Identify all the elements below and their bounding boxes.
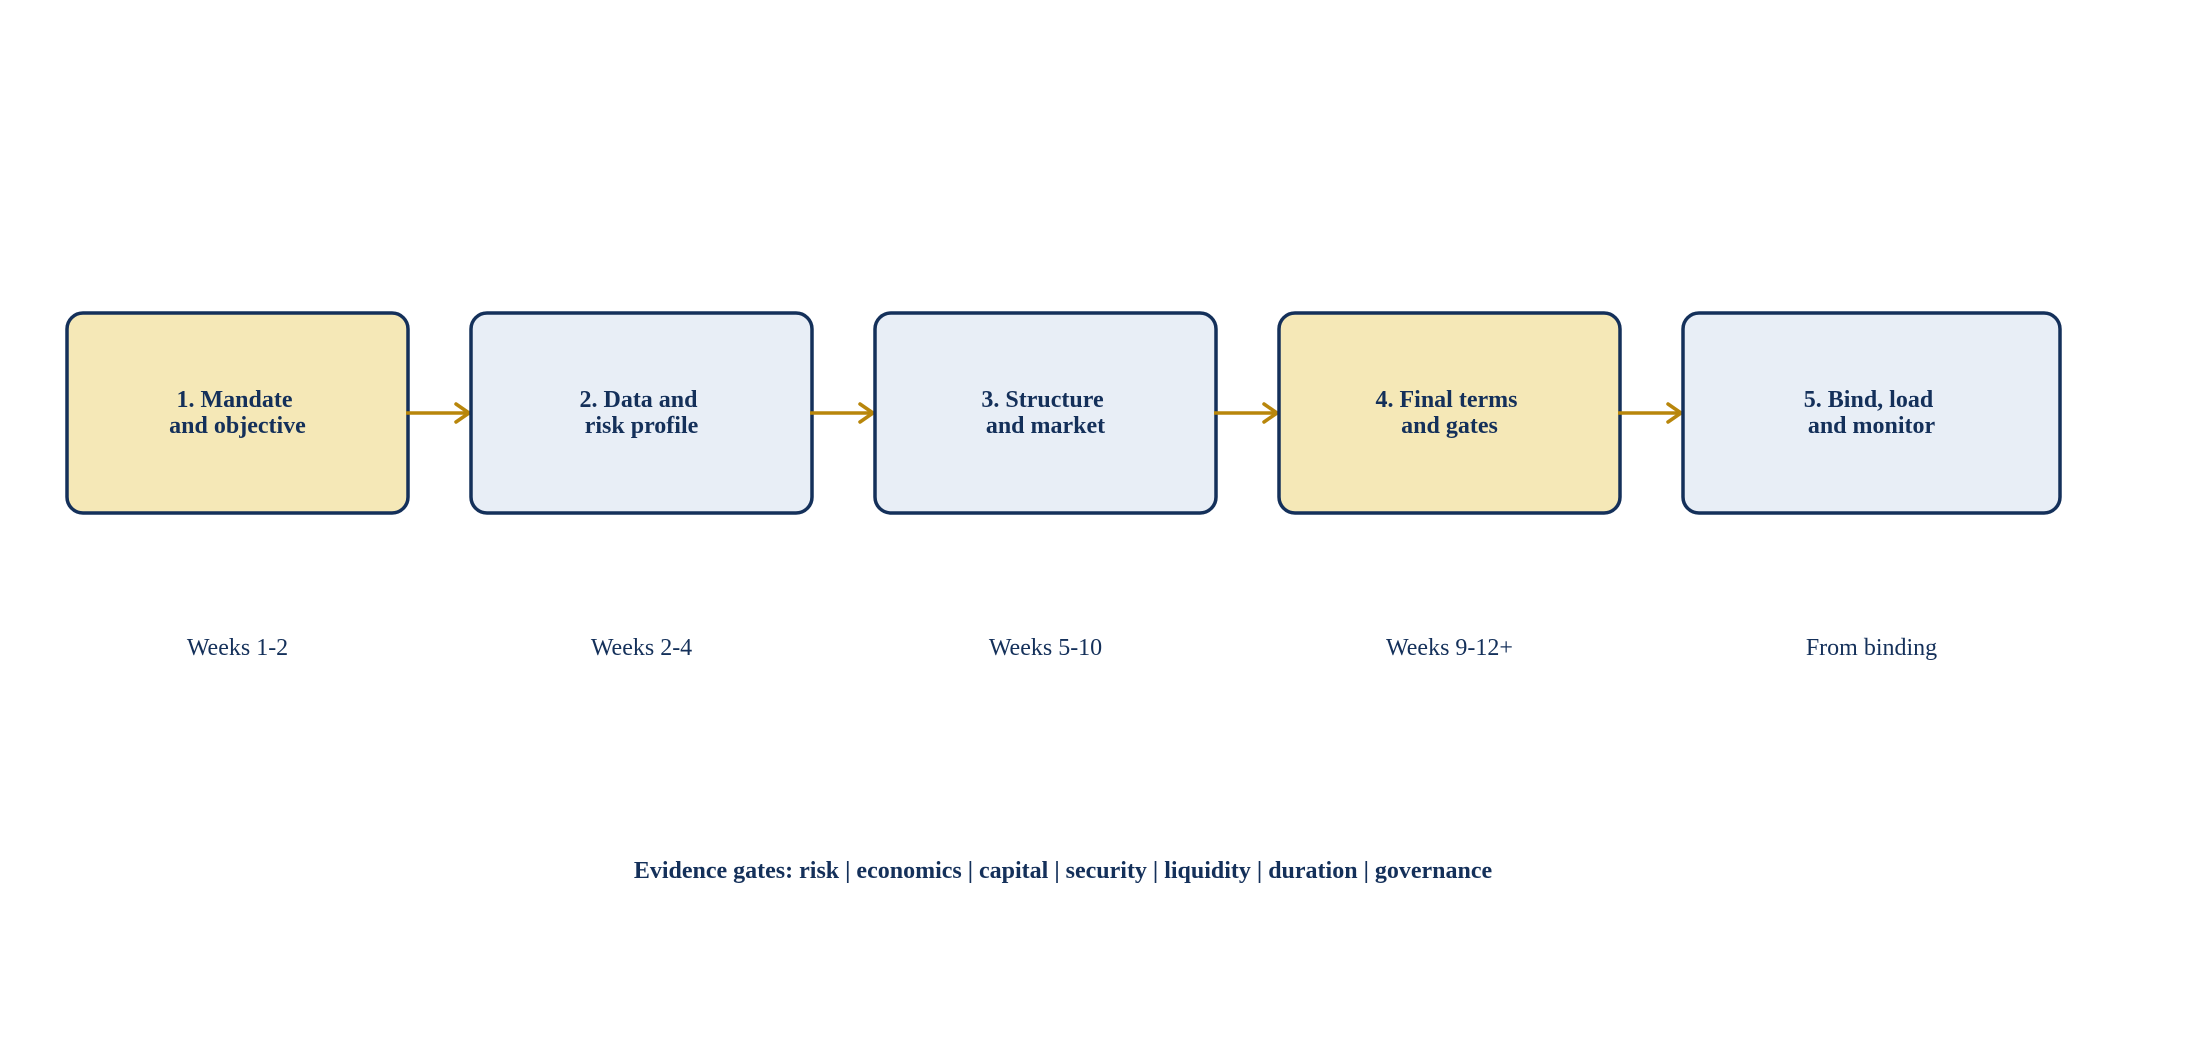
arrow-2-3 [810, 402, 875, 424]
step-5-title: 5. Bind, load and monitor [1804, 387, 1939, 439]
arrow-3-4 [1214, 402, 1279, 424]
step-3: 3. Structure and market Weeks 5-10 [873, 311, 1218, 661]
evidence-gates-footer: Evidence gates: risk | economics | capit… [634, 858, 1493, 884]
step-5-box [1681, 311, 2062, 515]
step-4: 4. Final terms and gates Weeks 9-12+ [1277, 311, 1622, 661]
step-2-title: 2. Data and risk profile [579, 387, 703, 439]
step-4-timing: Weeks 9-12+ [1386, 635, 1513, 661]
arrow-4-5 [1618, 402, 1683, 424]
step-3-title: 3. Structure and market [981, 387, 1109, 439]
step-5: 5. Bind, load and monitor From binding [1681, 311, 2062, 661]
step-3-timing: Weeks 5-10 [989, 635, 1102, 661]
step-1: 1. Mandate and objective Weeks 1-2 [65, 311, 410, 661]
step-4-title: 4. Final terms and gates [1376, 387, 1524, 439]
step-2-timing: Weeks 2-4 [591, 635, 692, 661]
step-2: 2. Data and risk profile Weeks 2-4 [469, 311, 814, 661]
step-1-title: 1. Mandate and objective [169, 387, 306, 439]
arrow-1-2 [406, 402, 471, 424]
step-5-timing: From binding [1806, 635, 1937, 661]
step-1-timing: Weeks 1-2 [187, 635, 288, 661]
